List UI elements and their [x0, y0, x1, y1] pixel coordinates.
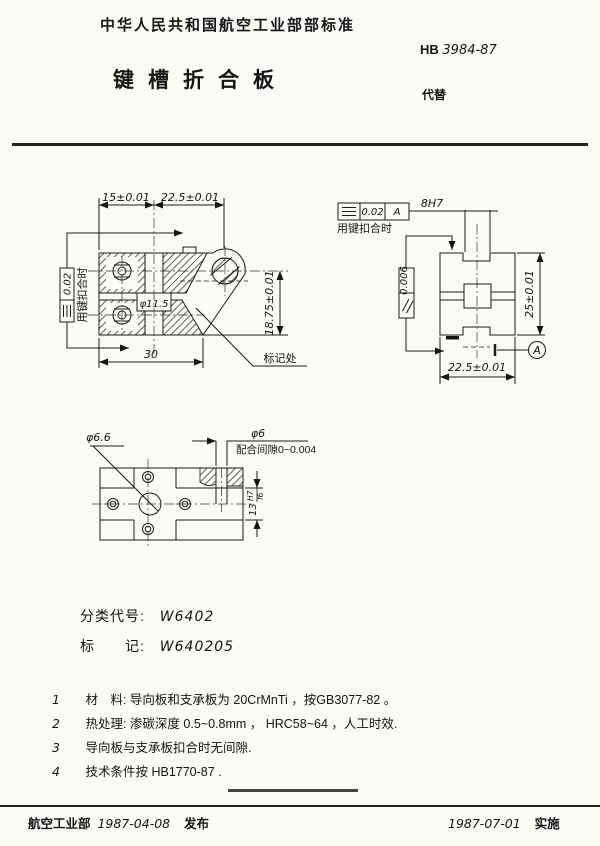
tolerance-condition-note: 用键扣合时 [75, 268, 89, 323]
symmetry-tolerance-value: 0.02 [63, 273, 74, 295]
symmetry-symbol [342, 207, 356, 216]
symmetry-datum-letter: A [393, 207, 401, 218]
dim-width-15: 15±0.01 [102, 191, 150, 204]
dim-height-25: 25±0.01 [523, 270, 536, 318]
top-view: φ6.6 φ6 配合间隙0~0.004 13 H7 f6 [86, 427, 316, 549]
front-section-view: φ11.5 [59, 191, 307, 368]
implementation-label: 实施 [534, 817, 560, 831]
symmetry-tolerance-value: 0.02 [361, 207, 383, 218]
note-text: 材 料: 导向板和支承板为 20CrMnTi ，按GB3077-82 。 [85, 693, 397, 707]
note-line: 1 材 料: 导向板和支承板为 20CrMnTi ，按GB3077-82 。 [52, 688, 397, 712]
note-line: 3 导向板与支承板扣合时无间隙. [52, 736, 397, 760]
note-text: 热处理: 渗碳深度 0.5~0.8mm ， HRC58~64 ，人工时效. [85, 717, 398, 731]
datum-a-label: A [532, 344, 541, 357]
issue-date: 1987-04-08 [97, 816, 171, 831]
dim-hole-6-6: φ6.6 [86, 431, 111, 444]
tolerance-condition-note: 用键扣合时 [337, 221, 392, 235]
note-line: 4 技术条件按 HB1770-87 . [52, 760, 397, 784]
supersede-label: 代替 [422, 88, 447, 102]
note-line: 2 热处理: 渗碳深度 0.5~0.8mm ， HRC58~64 ，人工时效. [52, 712, 397, 736]
footer-divider [0, 805, 600, 807]
marking-row: 标 记: W640205 [80, 636, 234, 656]
note-number: 1 [52, 692, 60, 707]
note-text: 技术条件按 HB1770-87 . [85, 765, 222, 779]
technical-notes: 1 材 料: 导向板和支承板为 20CrMnTi ，按GB3077-82 。 2… [52, 688, 397, 784]
dim-width-22-5: 22.5±0.01 [161, 191, 219, 204]
note-number: 2 [52, 716, 60, 731]
header-divider [12, 143, 588, 146]
dim-width-22-5: 22.5±0.01 [448, 361, 506, 374]
scan-artifact-line [228, 789, 358, 792]
marking-value: W640205 [159, 639, 235, 655]
dim-slot-13: 13 [248, 503, 259, 516]
parallelism-symbol [402, 298, 414, 314]
fit-upper-label: H7 [246, 490, 255, 501]
note-text: 导向板与支承板扣合时无间隙. [85, 741, 252, 755]
standard-number-prefix: HB [420, 42, 439, 57]
fit-lower-label: f6 [256, 492, 265, 500]
note-number: 4 [52, 764, 60, 779]
issuer-name: 航空工业部 [28, 817, 91, 831]
symmetry-symbol [63, 305, 71, 317]
fit-clearance-note: 配合间隙0~0.004 [236, 443, 316, 456]
note-number: 3 [52, 740, 60, 755]
standard-org-title: 中华人民共和国航空工业部部标准 [100, 17, 356, 34]
standard-number-value: 3984-87 [442, 43, 497, 58]
standard-number: HB 3984-87 [420, 42, 497, 58]
marking-label: 标 记: [80, 638, 145, 654]
issue-label: 发布 [184, 817, 210, 831]
dim-slot-8h7: 8H7 [421, 197, 443, 210]
dim-length-30: 30 [144, 348, 158, 361]
classification-code-row: 分类代号: W6402 [80, 606, 214, 626]
dim-pin-hole-6: φ6 [251, 427, 265, 440]
implementation-date: 1987-07-01 [448, 816, 521, 831]
classification-code-label: 分类代号: [80, 608, 145, 624]
parallelism-tolerance-value: 0.006 [399, 266, 410, 295]
page-title: 键槽折合板 [113, 69, 288, 92]
mark-location-label: 标记处 [264, 351, 297, 365]
classification-code-value: W6402 [159, 609, 215, 625]
dim-height-18-75: 18.75±0.01 [263, 270, 276, 335]
footer-implementation: 1987-07-01 实施 [448, 813, 560, 832]
side-view: 0.02 A 用键扣合时 8H7 A 25±0.01 [337, 197, 546, 384]
footer-issue: 航空工业部 1987-04-08 发布 [28, 813, 209, 832]
